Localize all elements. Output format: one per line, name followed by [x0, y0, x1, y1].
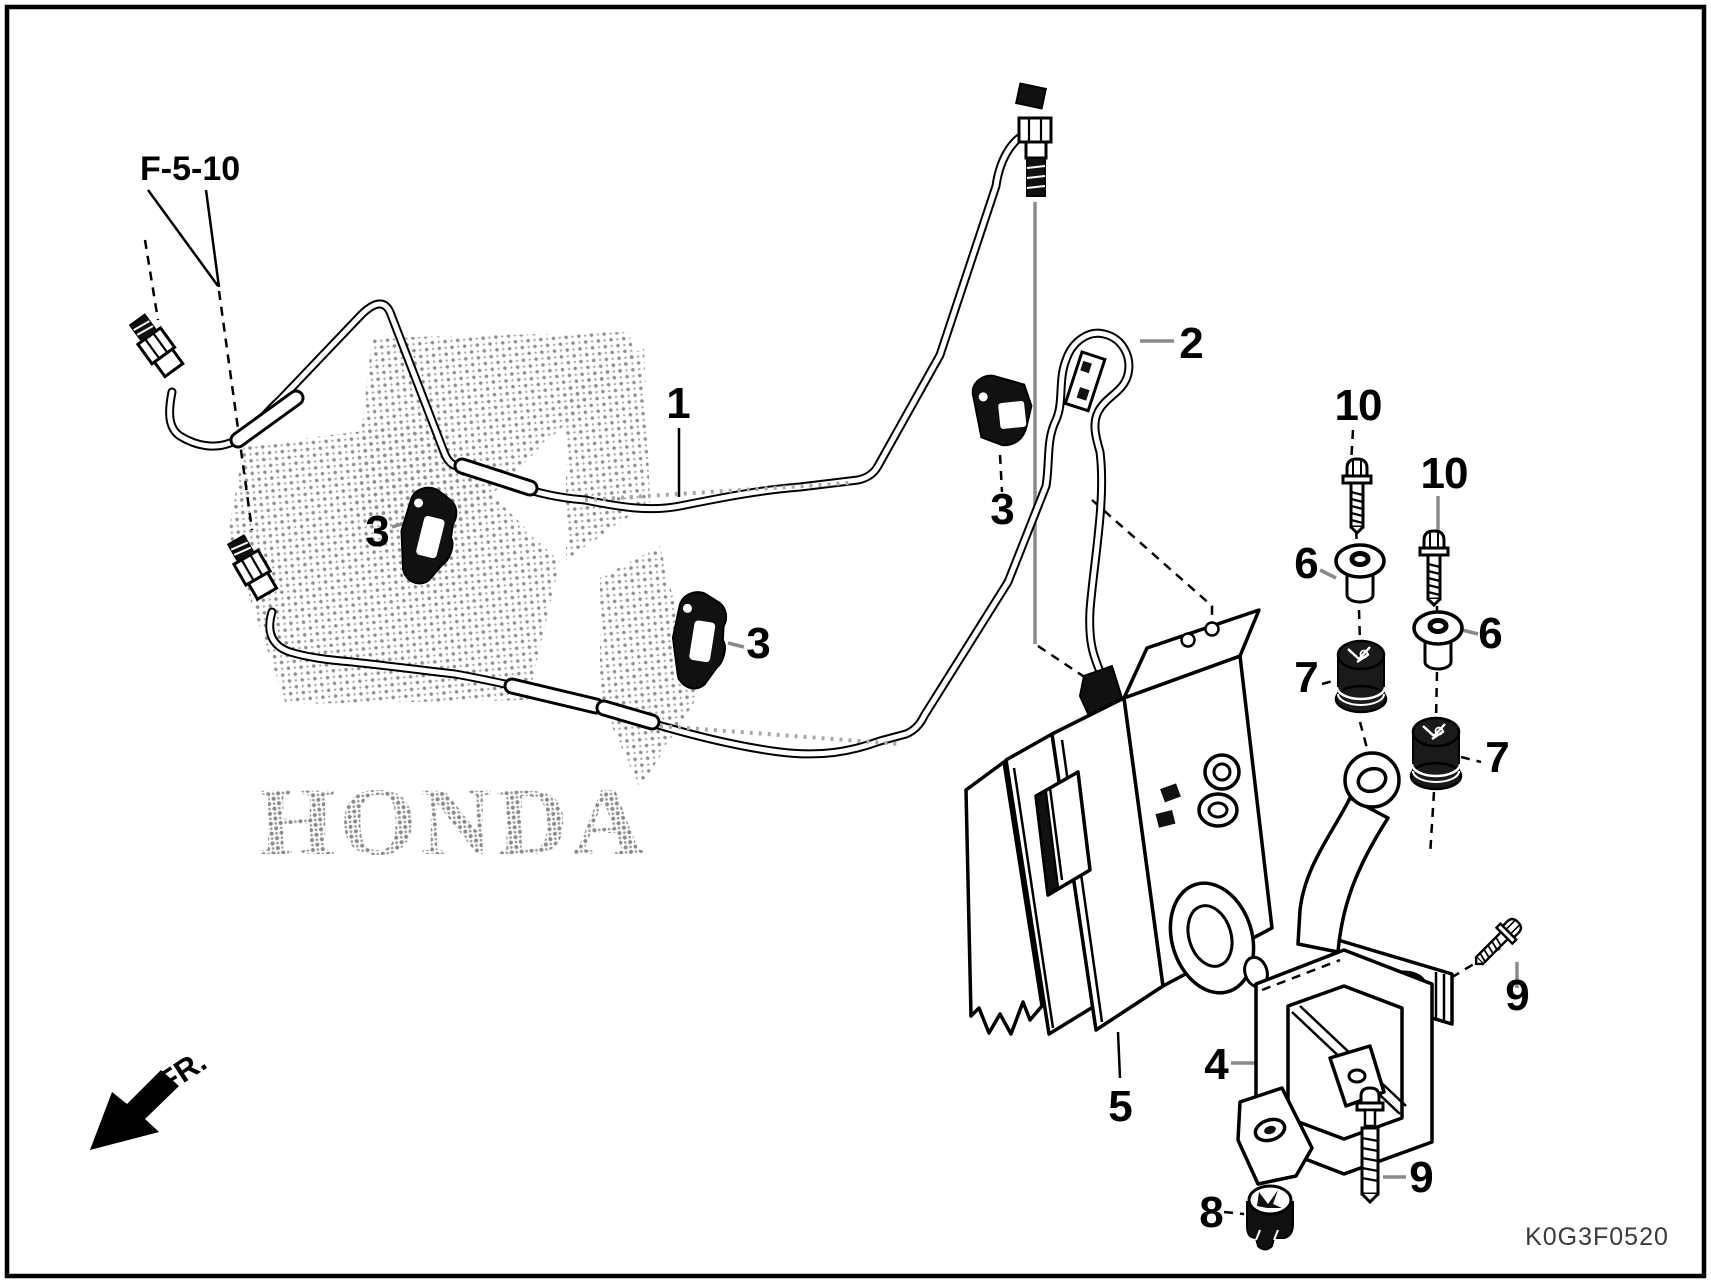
fr-direction-arrow: FR. — [90, 1043, 213, 1150]
callout-part-7-left: 7 — [1294, 653, 1317, 702]
bolt-10-left — [1341, 457, 1373, 535]
callout-part-9-bottom: 9 — [1409, 1153, 1432, 1202]
callout-part-8: 8 — [1199, 1188, 1223, 1237]
brake-pipe-2 — [226, 328, 1134, 759]
fasteners — [1246, 457, 1528, 1251]
pipe2-end-fitting-left — [226, 534, 279, 602]
callout-part-9-top: 9 — [1505, 971, 1528, 1020]
callout-part-7-right: 7 — [1485, 733, 1508, 782]
callout-part-1: 1 — [666, 379, 690, 428]
callout-part-10-left: 10 — [1335, 381, 1382, 430]
bolt-9-bottom — [1355, 1086, 1385, 1205]
brake-pipe-1 — [128, 82, 1053, 514]
callout-labels: 1 2 3 3 3 4 5 6 6 7 7 8 9 9 10 10 — [365, 319, 1529, 1237]
pipe-clamps — [393, 374, 1033, 692]
callout-part-2: 2 — [1179, 319, 1202, 368]
rubber-mount-7-right — [1409, 716, 1463, 791]
clamp-middle — [669, 589, 729, 692]
bracket-arm — [1296, 796, 1390, 954]
diagram-code: K0G3F0520 — [1525, 1223, 1669, 1251]
callout-part-3-mid: 3 — [746, 619, 769, 668]
honda-watermark: HONDA — [228, 332, 698, 875]
bolt-10-right — [1418, 529, 1450, 607]
pipe1-end-fitting-left — [128, 313, 185, 379]
watermark-text: HONDA — [258, 768, 648, 875]
collar-6-left — [1336, 545, 1384, 602]
reference-label: F-5-10 — [140, 150, 240, 188]
cap-nut-8 — [1246, 1184, 1294, 1251]
callout-part-3-top: 3 — [990, 485, 1013, 534]
pipe1-end-fitting-top — [1015, 82, 1053, 197]
callout-part-3-left: 3 — [365, 507, 388, 556]
collar-6-right — [1414, 612, 1462, 669]
callout-part-6-left: 6 — [1294, 539, 1317, 588]
callout-part-4: 4 — [1204, 1040, 1229, 1089]
modulator-bracket — [1236, 751, 1454, 1186]
callout-part-10-right: 10 — [1421, 449, 1468, 498]
pipe2-loop-joint — [1063, 350, 1107, 413]
callout-part-6-right: 6 — [1478, 609, 1501, 658]
callout-part-5: 5 — [1108, 1082, 1132, 1131]
border-frame — [4, 4, 1707, 1279]
rubber-mount-7-left — [1334, 639, 1388, 714]
abs-modulator — [964, 608, 1274, 1036]
clamp-top — [971, 374, 1033, 447]
